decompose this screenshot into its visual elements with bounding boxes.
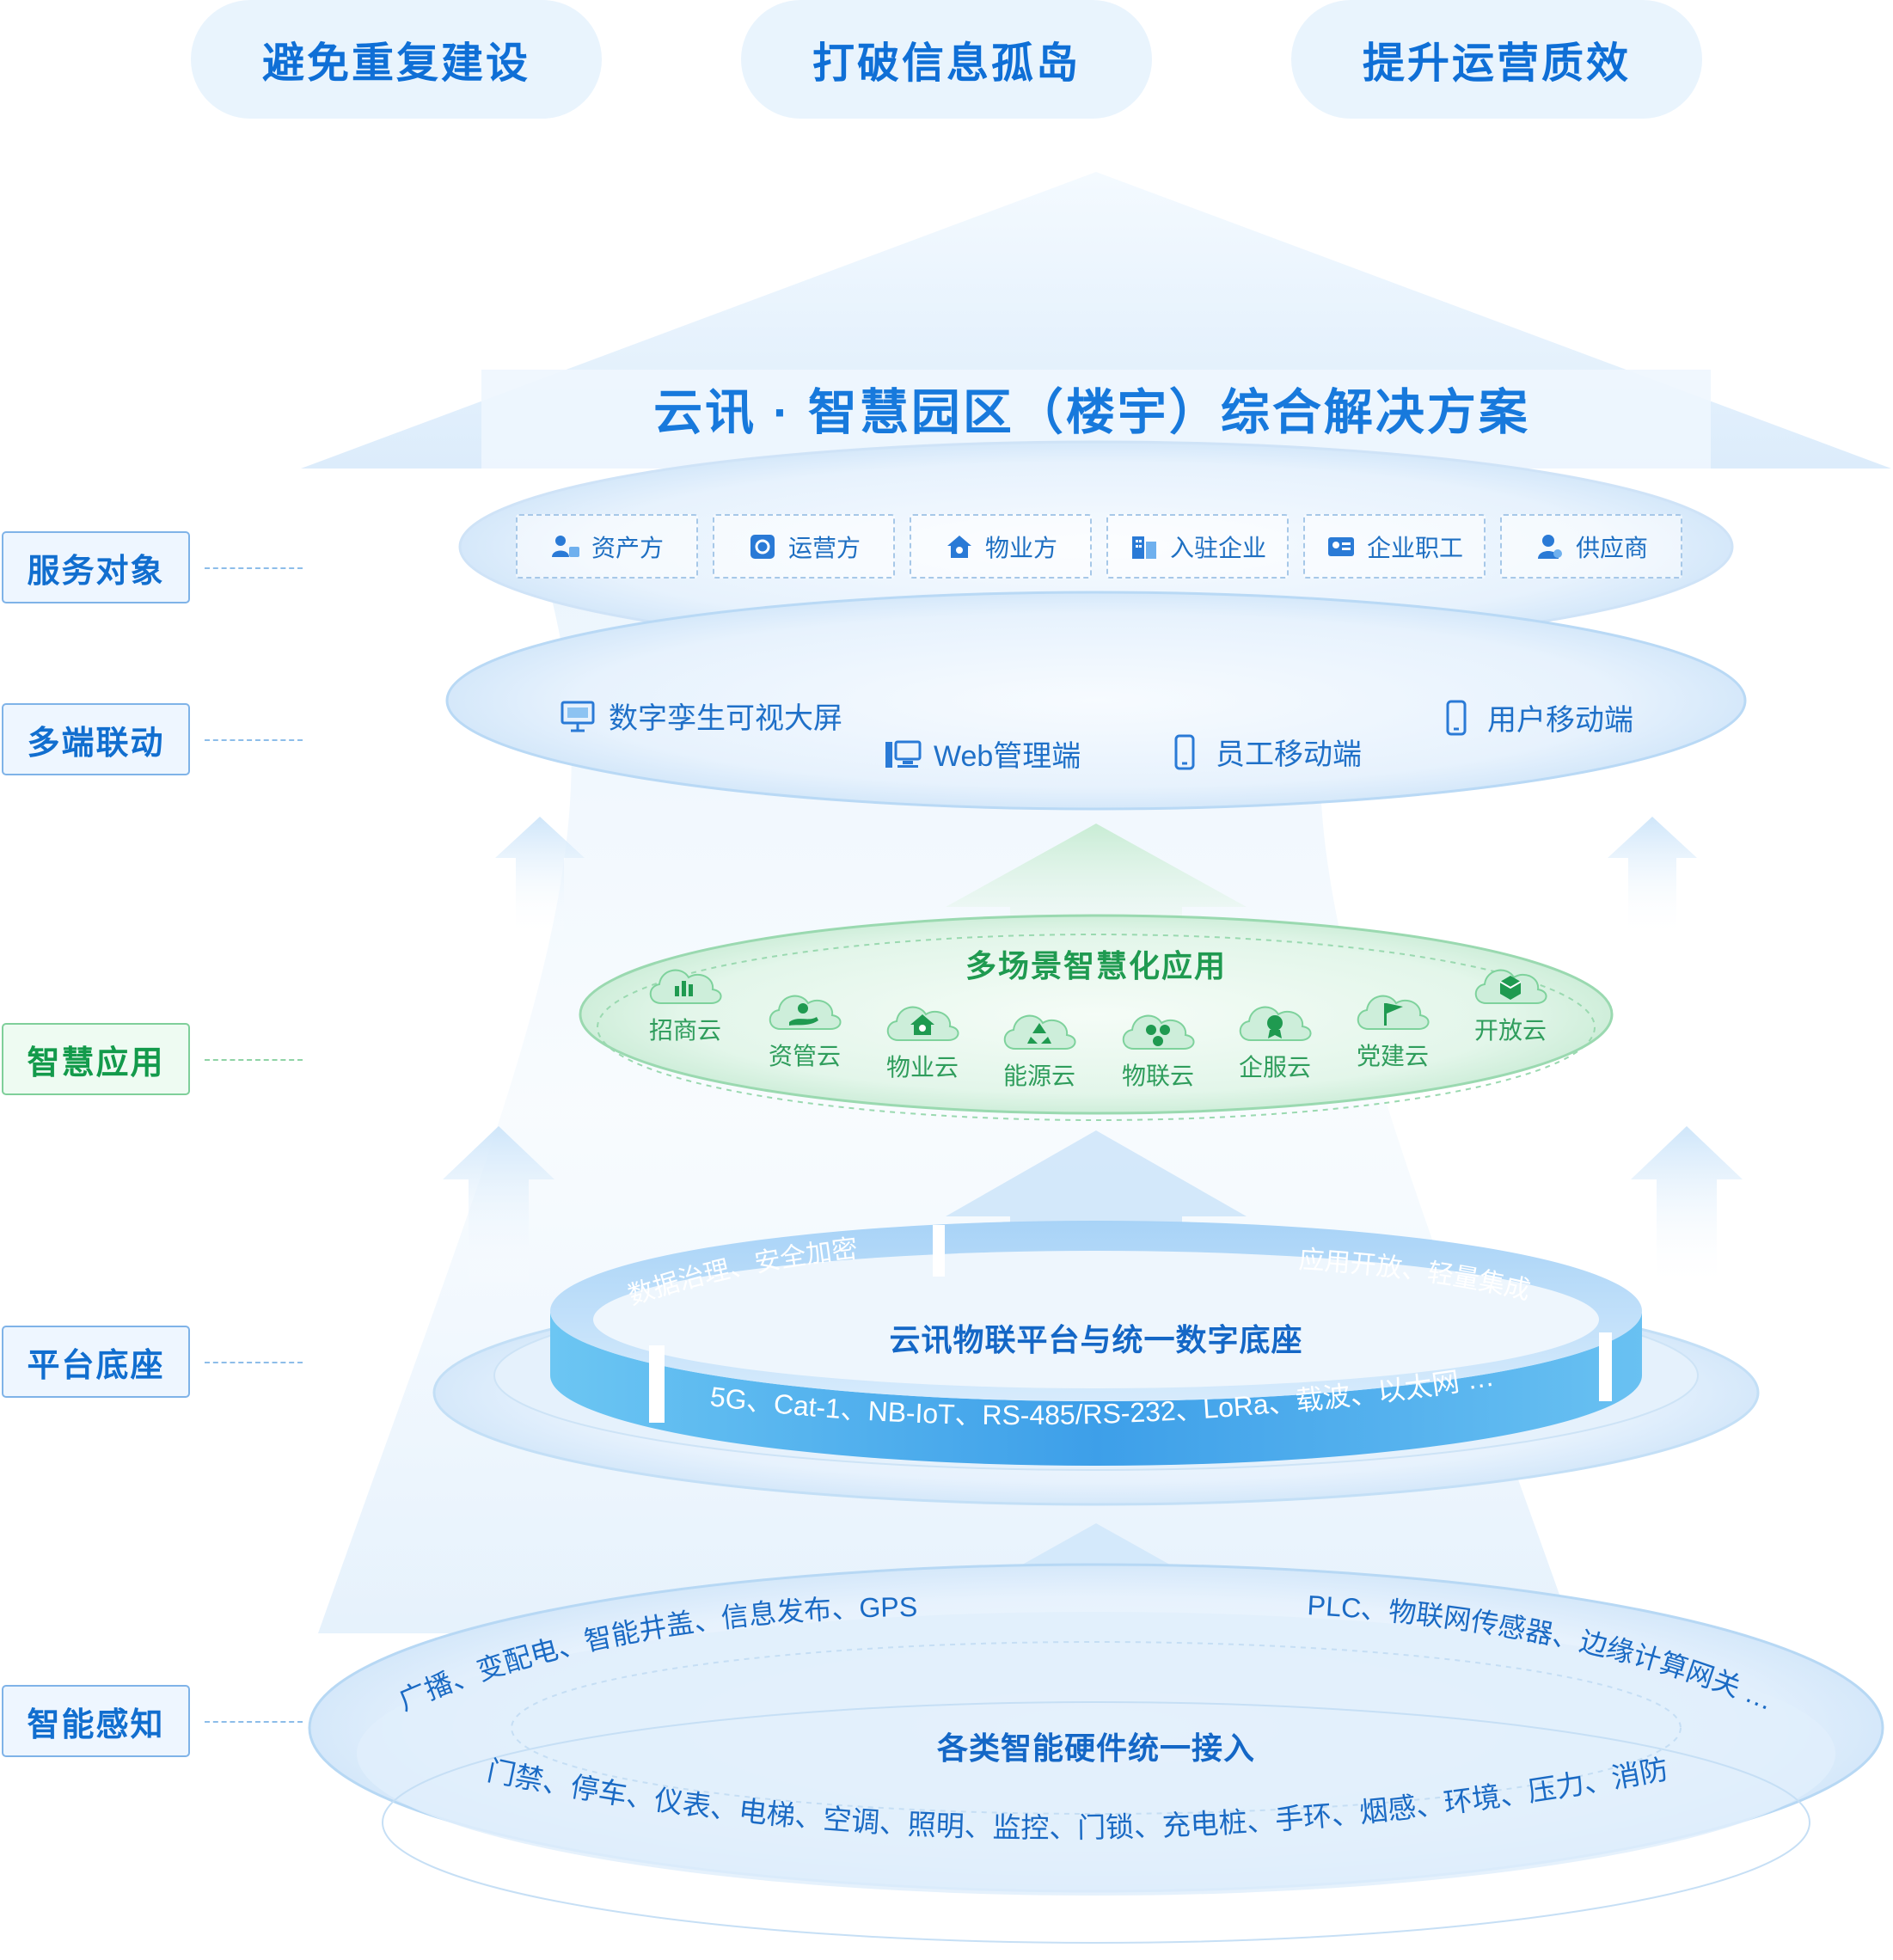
- hardware-right-text: PLC、物联网传感器、边缘计算网关 …: [1307, 1589, 1779, 1716]
- layer-connector: [205, 1721, 303, 1723]
- service-target-supplier: 供应商: [1500, 514, 1682, 579]
- app-property-cloud: 物业云: [862, 995, 983, 1083]
- supplier-icon: [1537, 534, 1562, 559]
- operator-icon: [750, 534, 775, 559]
- platform-protocols-text: 5G、Cat-1、NB-IoT、RS-485/RS-232、LoRa、载波、以太…: [708, 1361, 1496, 1430]
- layer-connector: [205, 567, 303, 569]
- layer-label-service: 服务对象: [2, 531, 190, 603]
- app-party-cloud: 党建云: [1332, 984, 1453, 1072]
- employee-card-icon: [1327, 536, 1354, 556]
- side-arrows: [443, 817, 1743, 1289]
- hardware-left-text: 广播、变配电、智能井盖、信息发布、GPS: [395, 1591, 918, 1716]
- app-investment-cloud: 招商云: [625, 959, 745, 1046]
- service-target-operator: 运营方: [713, 514, 895, 579]
- badge-icon: [1239, 1006, 1312, 1041]
- platform-right-text: 应用开放、轻量集成: [1298, 1246, 1533, 1305]
- app-layer-title: 多场景智慧化应用: [965, 948, 1227, 983]
- platform-title: 云讯物联平台与统一数字底座: [889, 1322, 1303, 1357]
- layer-label-terminal: 多端联动: [2, 703, 190, 775]
- desktop-computer-icon: [885, 740, 922, 768]
- layer-connector: [205, 739, 303, 741]
- service-target-enterprise: 入驻企业: [1106, 514, 1289, 579]
- app-asset-mgmt-cloud: 资管云: [744, 984, 865, 1072]
- cube-icon: [1474, 969, 1547, 1004]
- flag-icon: [1357, 995, 1430, 1030]
- goal-pill-avoid-duplication: 避免重复建设: [191, 0, 602, 119]
- layer-connector: [205, 1362, 303, 1363]
- app-enterprise-service-cloud: 企服云: [1215, 995, 1335, 1083]
- service-target-asset-owner: 资产方: [516, 514, 698, 579]
- terminal-big-screen: 数字孪生可视大屏: [559, 695, 842, 737]
- goal-pill-improve-efficiency: 提升运营质效: [1291, 0, 1702, 119]
- mobile-phone-icon: [1446, 700, 1467, 735]
- terminal-user-mobile: 用户移动端: [1437, 696, 1633, 738]
- hand-coins-icon: [769, 995, 842, 1030]
- main-title: 云讯 · 智慧园区（楼宇）综合解决方案: [653, 385, 1530, 440]
- big-screen-icon: [561, 701, 595, 732]
- service-target-property: 物业方: [910, 514, 1092, 579]
- goal-pill-break-silos: 打破信息孤岛: [741, 0, 1152, 119]
- bar-chart-icon: [649, 969, 722, 1004]
- hardware-title: 各类智能硬件统一接入: [936, 1730, 1255, 1766]
- layer-connector: [205, 1059, 303, 1061]
- asset-owner-icon: [551, 535, 579, 557]
- terminal-web-admin: Web管理端: [884, 732, 1081, 775]
- app-open-cloud: 开放云: [1450, 959, 1571, 1046]
- layer-label-platform: 平台底座: [2, 1326, 190, 1398]
- app-layer-ellipse: [579, 914, 1614, 1115]
- service-target-employee: 企业职工: [1303, 514, 1486, 579]
- connected-nodes-icon: [1122, 1014, 1195, 1050]
- mobile-phone-icon: [1174, 734, 1195, 769]
- enterprise-building-icon: [1131, 536, 1156, 559]
- terminal-layer-ellipse: [445, 591, 1747, 811]
- platform-left-text: 数据治理、安全加密: [625, 1234, 860, 1310]
- layer-label-perception: 智能感知: [2, 1685, 190, 1757]
- app-iot-cloud: 物联云: [1098, 1004, 1218, 1092]
- property-icon: [946, 535, 971, 558]
- layer-label-app: 智慧应用: [2, 1023, 190, 1095]
- house-icon: [886, 1006, 959, 1041]
- platform-ring: [550, 1221, 1642, 1466]
- terminal-employee-mobile: 员工移动端: [1166, 731, 1362, 773]
- recycle-icon: [1003, 1014, 1076, 1050]
- app-energy-cloud: 能源云: [979, 1004, 1100, 1092]
